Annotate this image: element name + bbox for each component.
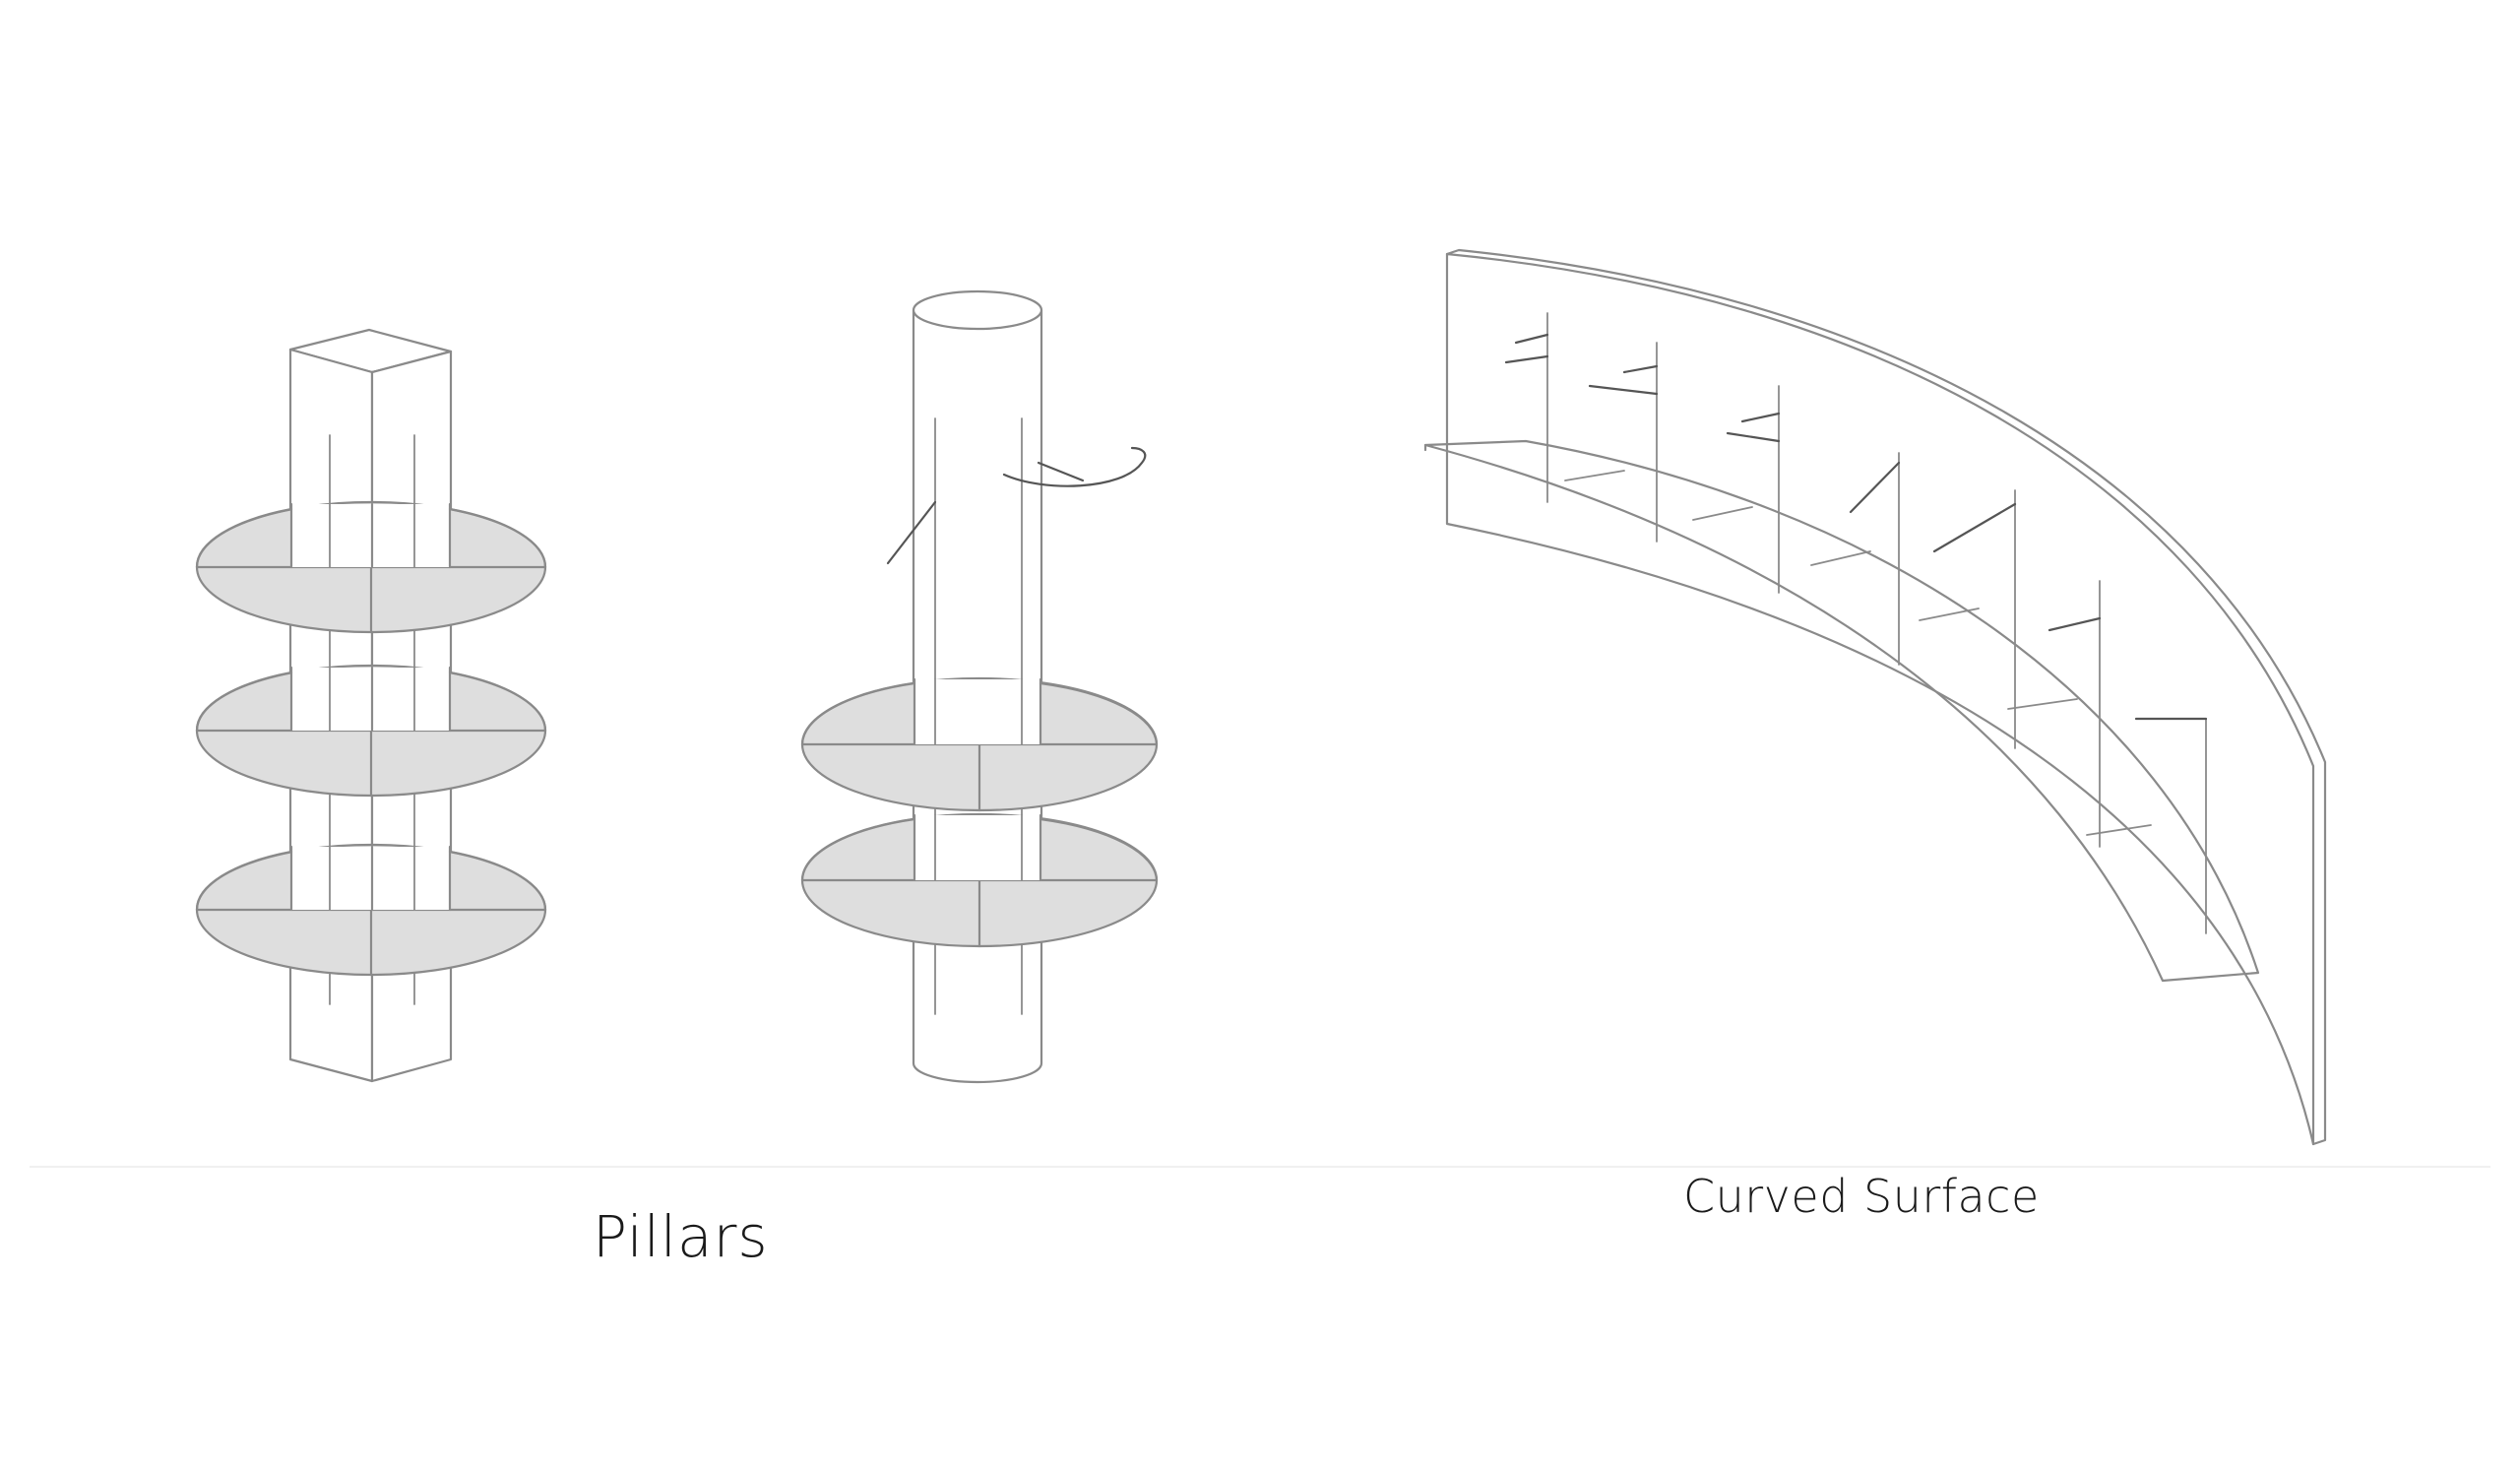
round-pillar-shelf [800,812,1159,948]
curved-surface-panel [1445,252,2315,1146]
caption-curved-surface: Curved Surface [1683,1170,2040,1223]
round-pillar-rotation-hint [1002,446,1147,487]
caption-pillars: Pillars [593,1203,769,1270]
round-pillar-figure [800,289,1159,1084]
curved-surface-panel-thickness [1445,248,2327,1146]
square-pillar-shelf [195,664,547,798]
square-pillar-shelf [195,500,547,634]
round-pillar-diagonal-hint [886,500,937,565]
square-pillar-shelf [195,843,547,977]
square-pillar-figure [195,328,547,1083]
curved-surface-shelf [1423,439,2260,983]
round-pillar-shelf [800,676,1159,812]
round-pillar-top [912,289,1043,331]
curved-surface-figure [1423,248,2327,1146]
